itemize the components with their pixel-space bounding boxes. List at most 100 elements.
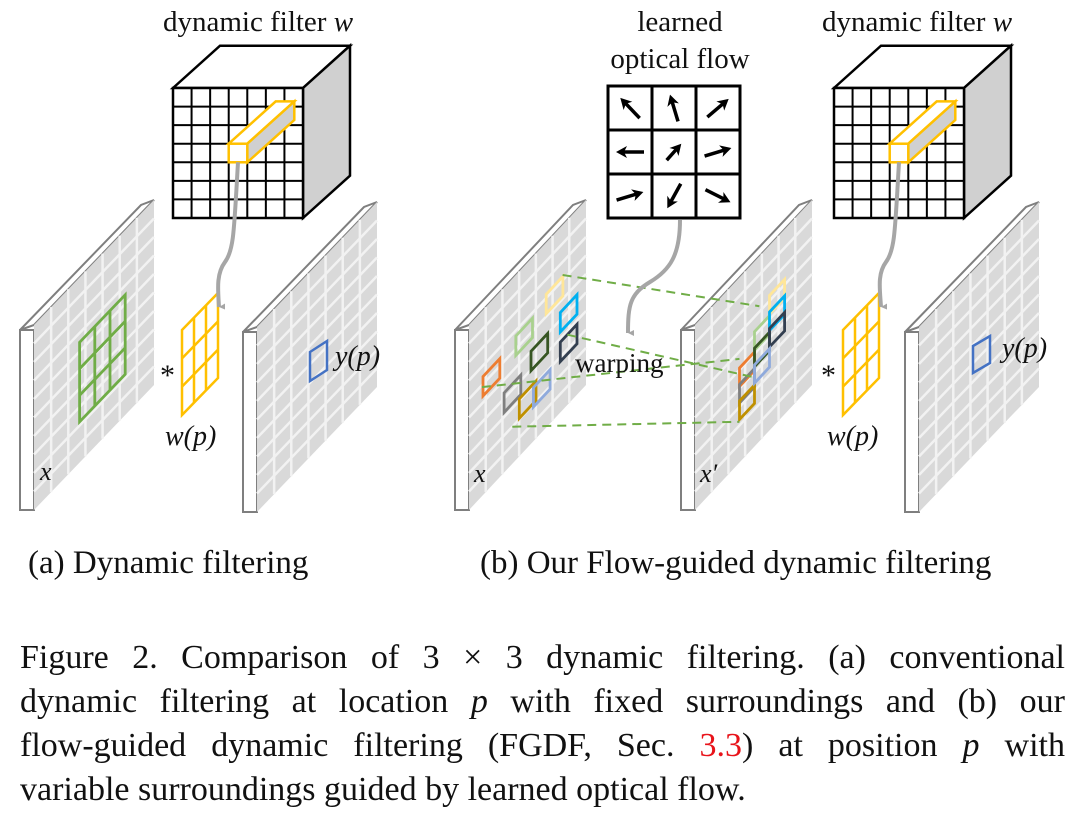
warped-label-b: x′: [699, 459, 718, 488]
kernel-grid-line: [842, 320, 880, 360]
plane-grid-line: [694, 217, 813, 345]
plane-grid-line: [918, 219, 1040, 347]
arrow-shaft: [704, 148, 727, 158]
arrow-head: [667, 195, 678, 209]
output-feature-plane-b: [904, 201, 1040, 513]
plane-grid-line: [33, 217, 155, 345]
flow-arrow-down-left-icon: [667, 182, 683, 209]
input-feature-plane-b: [454, 199, 587, 511]
flow-arrow-up-icon: [667, 94, 680, 122]
sampled-patch-outline: [517, 377, 538, 422]
subcaption-a: (a) Dynamic filtering: [28, 545, 309, 581]
filter-title-a: dynamic filter w: [163, 6, 354, 38]
flow-arrow-right-icon: [616, 189, 644, 202]
output-pixel-outline: [308, 338, 329, 384]
plane-grid-line: [256, 238, 378, 365]
figure-caption: Figure 2. Comparison of 3 × 3 dynamic fi…: [20, 636, 1065, 812]
panel-b-overlays: [481, 162, 992, 428]
plane-grid-line: [256, 219, 378, 347]
arrow-shaft: [668, 182, 683, 204]
arrow-shaft: [623, 100, 641, 120]
flow-arrow-left-icon: [616, 146, 644, 158]
arrow-head: [669, 143, 682, 156]
sampled-patch-outline: [502, 371, 523, 416]
plane-grid-line: [918, 349, 1040, 476]
arrow-head: [718, 192, 731, 203]
warped-patch-outline: [768, 308, 786, 351]
input-label-b: x: [473, 459, 486, 488]
filter-title-b: dynamic filter w: [822, 6, 1013, 38]
sampled-patch-outline: [532, 366, 552, 411]
filter-bar-front: [888, 142, 910, 164]
arrow-shaft: [665, 147, 679, 162]
gray-arrow-icon: [877, 162, 901, 307]
arrow-shaft: [706, 101, 726, 119]
plane-grid-line: [256, 256, 378, 384]
section-reference-link[interactable]: 3.3: [699, 727, 743, 764]
flow-arrow-up-right-icon: [706, 98, 729, 119]
plane-grid-line: [918, 367, 1040, 495]
plane-grid-line: [256, 349, 378, 476]
flow-arrow-up-left-icon: [620, 97, 641, 120]
plane-grid-line: [33, 236, 155, 363]
plane-grid-line: [468, 310, 587, 437]
arrow-shaft: [670, 99, 680, 122]
plane-grid-line: [694, 236, 813, 363]
plane-grid-line: [33, 254, 155, 382]
dynamic-filter-cube-b: [830, 42, 1015, 221]
kernel-label-b: w(p): [827, 421, 878, 452]
plane-front-edge: [904, 331, 920, 513]
output-label-b: y(p): [999, 333, 1047, 364]
convolution-operator-b: *: [821, 359, 836, 392]
figure-diagram: dynamic filter w x * w(p) y(p) learned o…: [19, 6, 1047, 513]
arrow-head: [667, 94, 679, 107]
arrow-shaft: [704, 188, 726, 202]
optical-flow-grid: [606, 84, 742, 220]
warped-patch-outline: [738, 381, 756, 424]
plane-grid-line: [256, 367, 378, 495]
warping-dashed-line: [512, 420, 740, 428]
arrow-shaft: [616, 192, 639, 202]
input-label-a: x: [39, 457, 52, 486]
kernel-grid-line: [181, 348, 219, 388]
flow-title-line2: optical flow: [610, 43, 749, 75]
caption-line-3: flow-guided dynamic filtering (FGDF, Sec…: [20, 727, 1065, 764]
kernel-grid-line: [842, 348, 880, 388]
sampled-patch-outline: [544, 272, 565, 318]
plane-grid-line: [468, 273, 587, 400]
flow-arrow-right-icon: [704, 145, 732, 158]
caption-line-1: Figure 2. Comparison of 3 × 3 dynamic fi…: [20, 639, 1065, 676]
arrow-head: [616, 146, 627, 158]
panel-b-flow-guided-filtering: learned optical flow dynamic filter w wa…: [454, 6, 1047, 513]
arrow-head: [719, 145, 732, 157]
plane-grid-line: [918, 275, 1040, 402]
sampled-patch-outline: [558, 291, 579, 336]
output-pixel-outline: [971, 333, 992, 376]
plane-grid-line: [694, 365, 813, 493]
plane-grid-line: [918, 293, 1040, 421]
convolution-operator-a: *: [160, 359, 175, 392]
input-neighborhood-grid-line: [78, 346, 127, 397]
panel-a-overlays: [78, 162, 329, 426]
plane-grid-line: [918, 330, 1040, 458]
filter-bar-front: [227, 142, 249, 164]
plane-grid-line: [33, 365, 155, 493]
output-feature-plane-a: [242, 201, 378, 513]
plane-front-edge: [242, 331, 258, 513]
plane-grid-line: [694, 254, 813, 382]
subcaption-b: (b) Our Flow-guided dynamic filtering: [480, 545, 992, 581]
plane-grid-line: [468, 291, 587, 419]
caption-line-4: variable surroundings guided by learned …: [20, 771, 746, 808]
kernel-label-a: w(p): [165, 421, 216, 452]
gray-arrow-icon: [626, 219, 682, 333]
warped-patch-outline: [753, 345, 771, 387]
kernel-grid-line: [181, 320, 219, 360]
gray-arrow-icon: [216, 162, 240, 307]
output-label-a: y(p): [332, 341, 380, 372]
warping-label: warping: [575, 348, 663, 378]
arrow-head: [631, 189, 644, 201]
flow-arrow-up-right-icon: [665, 143, 682, 162]
plane-grid-line: [33, 347, 155, 474]
plane-grid-line: [918, 256, 1040, 384]
plane-front-edge: [454, 329, 470, 511]
